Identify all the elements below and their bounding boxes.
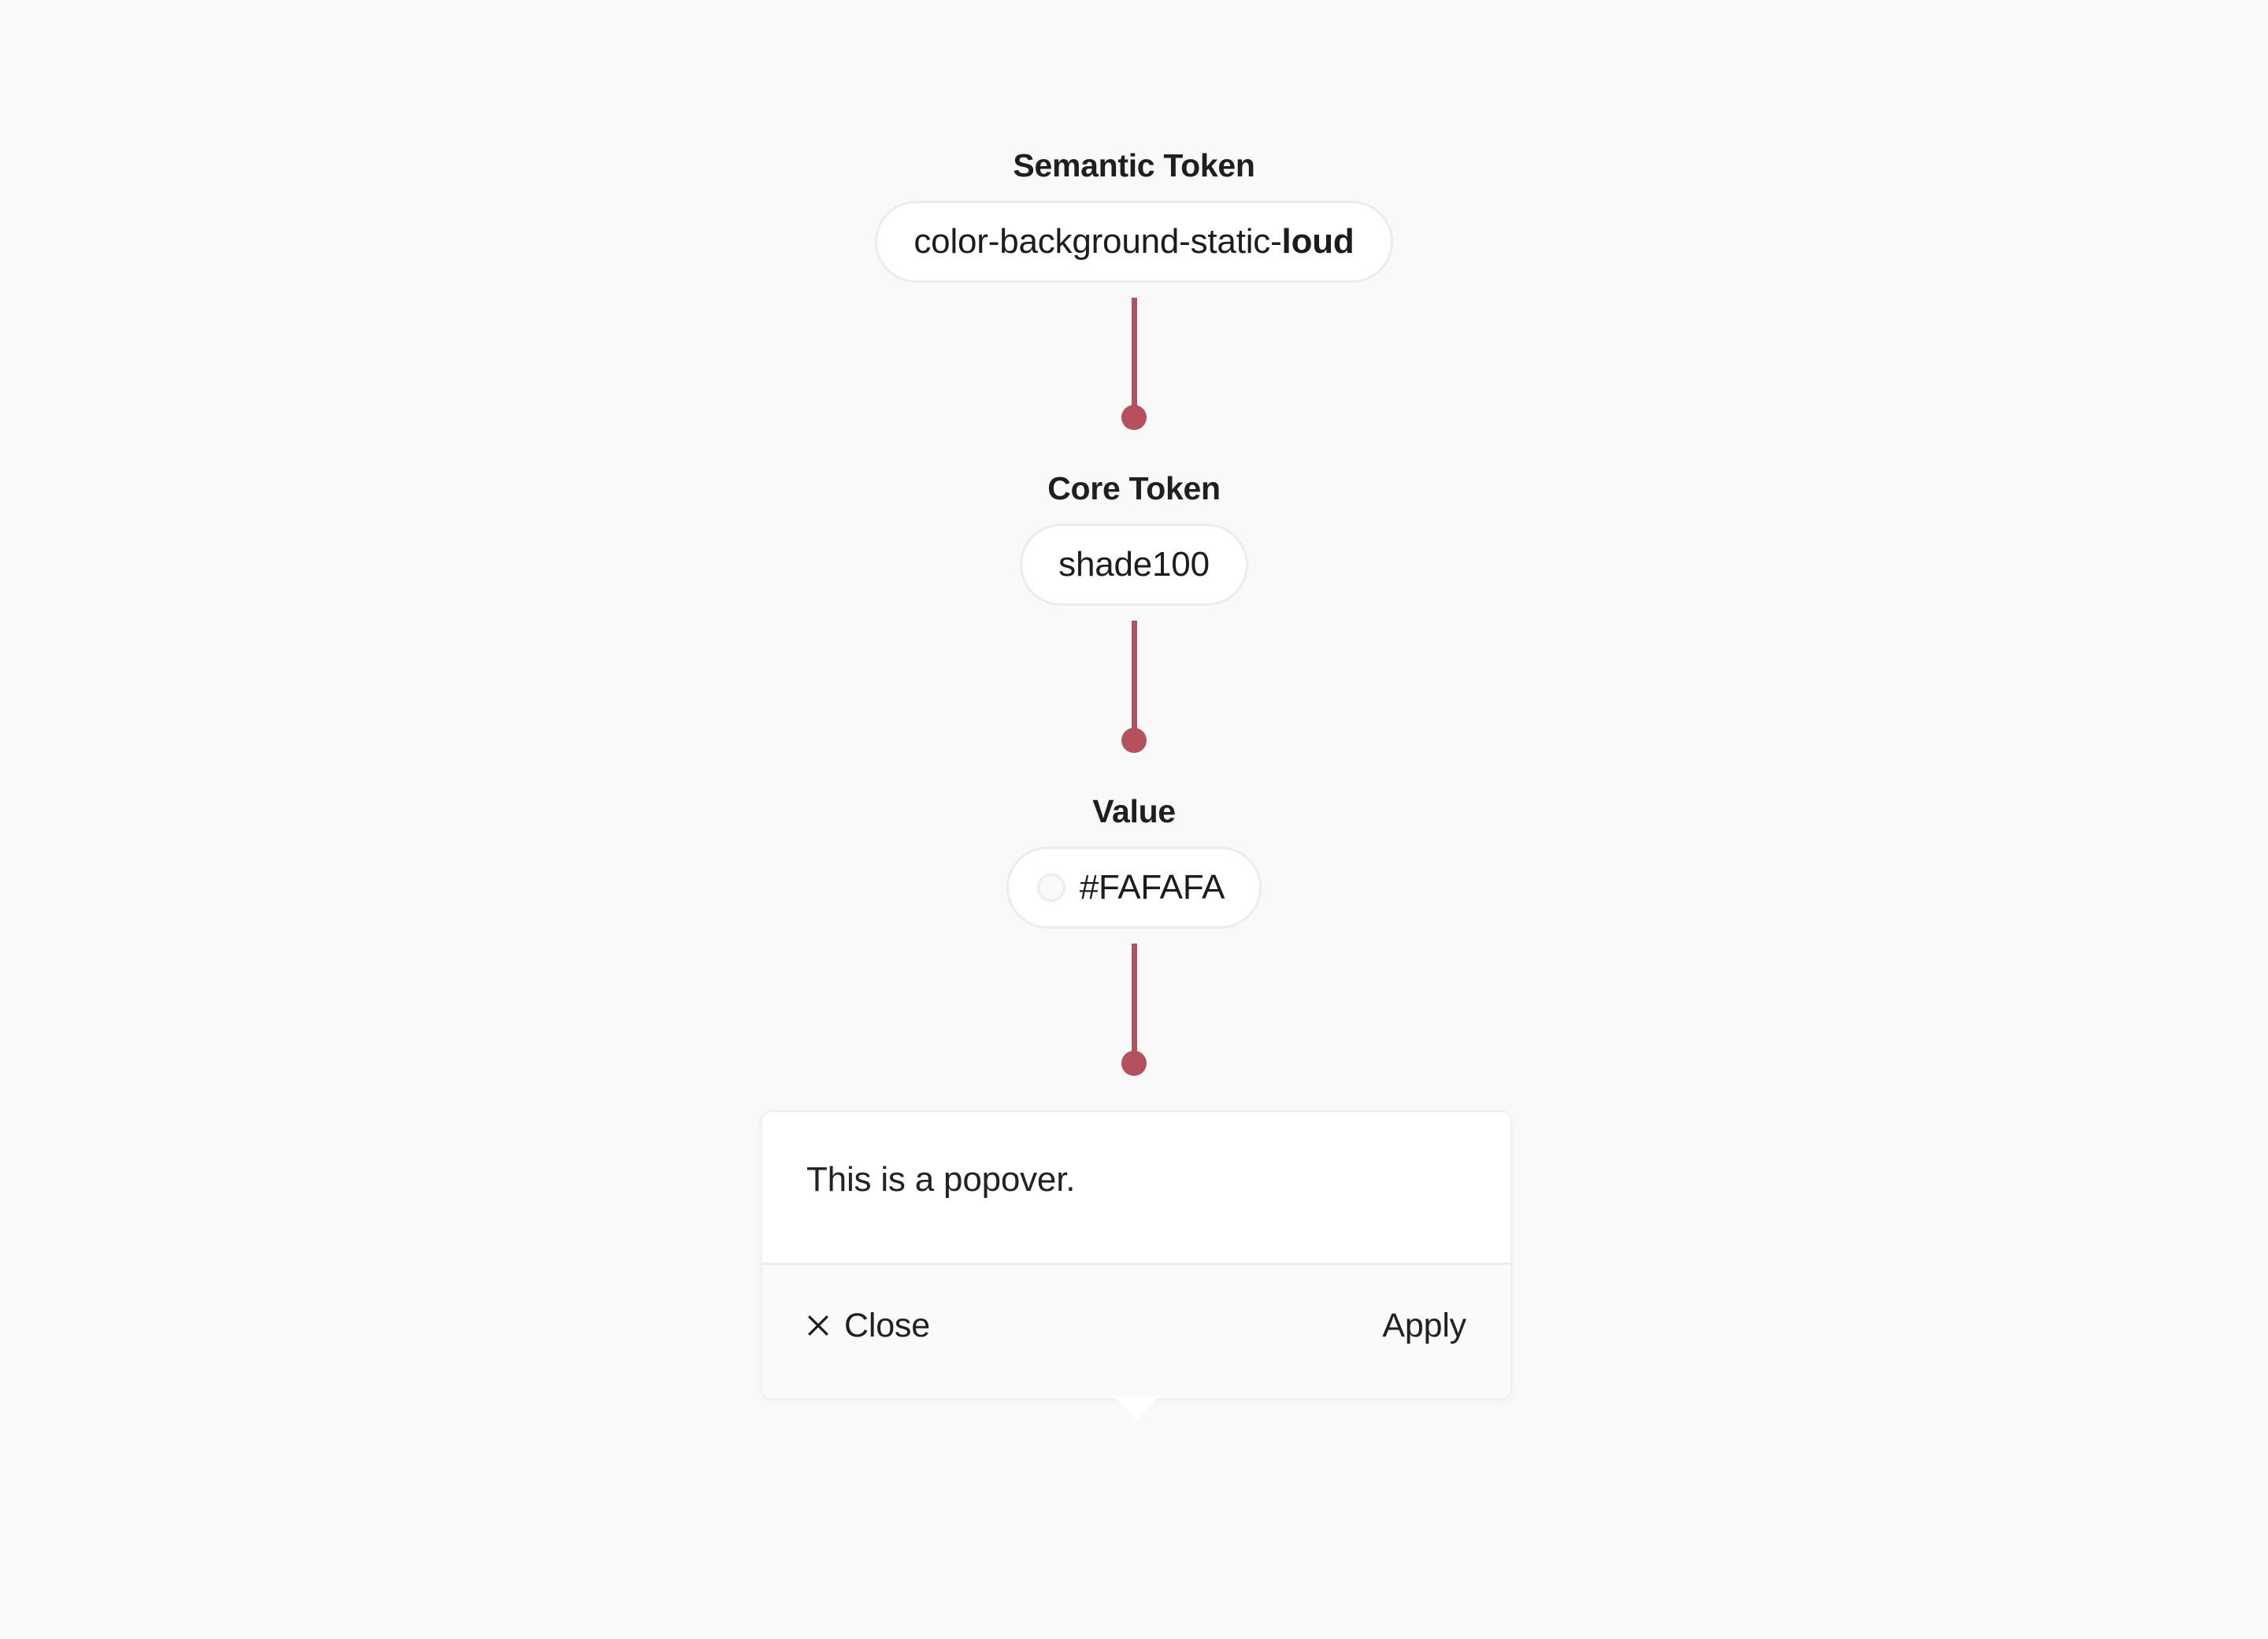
value-hex: #FAFAFA <box>1079 868 1225 907</box>
semantic-token-pill[interactable]: color-background-static-loud <box>875 201 1393 283</box>
connector-value-to-popover <box>1121 944 1147 1076</box>
connector-dot <box>1121 405 1147 430</box>
popover-body-text: This is a popover. <box>806 1160 1076 1199</box>
apply-button-label: Apply <box>1382 1306 1466 1344</box>
core-token-heading: Core Token <box>1047 470 1221 506</box>
value-pill[interactable]: #FAFAFA <box>1006 847 1262 929</box>
semantic-token-value: color-background-static-loud <box>914 224 1354 259</box>
popover-divider <box>762 1262 1510 1265</box>
semantic-token-heading: Semantic Token <box>1013 147 1255 184</box>
popover-card: This is a popover. Close Apply <box>761 1111 1512 1420</box>
connector-dot <box>1121 1051 1147 1076</box>
node-value: Value #FAFAFA <box>0 795 2268 929</box>
core-token-value: shade100 <box>1058 545 1210 584</box>
popover-tail-icon <box>1114 1396 1159 1420</box>
connector-line <box>1131 298 1137 406</box>
connector-semantic-to-core <box>1121 298 1147 430</box>
value-heading: Value <box>1092 793 1176 829</box>
core-token-pill[interactable]: shade100 <box>1020 524 1248 606</box>
node-core-token: Core Token shade100 <box>0 473 2268 606</box>
color-swatch-icon <box>1036 873 1065 902</box>
semantic-token-value-prefix: color-background-static- <box>914 222 1282 261</box>
connector-dot <box>1121 728 1147 753</box>
popover-body: This is a popover. <box>762 1112 1510 1263</box>
node-semantic-token: Semantic Token color-background-static-l… <box>0 150 2268 283</box>
connector-line <box>1131 621 1137 729</box>
semantic-token-value-emphasis: loud <box>1281 222 1354 261</box>
apply-button[interactable]: Apply <box>1382 1306 1466 1344</box>
connector-line <box>1131 944 1137 1052</box>
close-button-label: Close <box>844 1306 930 1344</box>
close-icon <box>808 1315 828 1337</box>
close-button[interactable]: Close <box>806 1306 930 1344</box>
connector-core-to-value <box>1121 621 1147 753</box>
popover-footer: Close Apply <box>762 1264 1510 1398</box>
